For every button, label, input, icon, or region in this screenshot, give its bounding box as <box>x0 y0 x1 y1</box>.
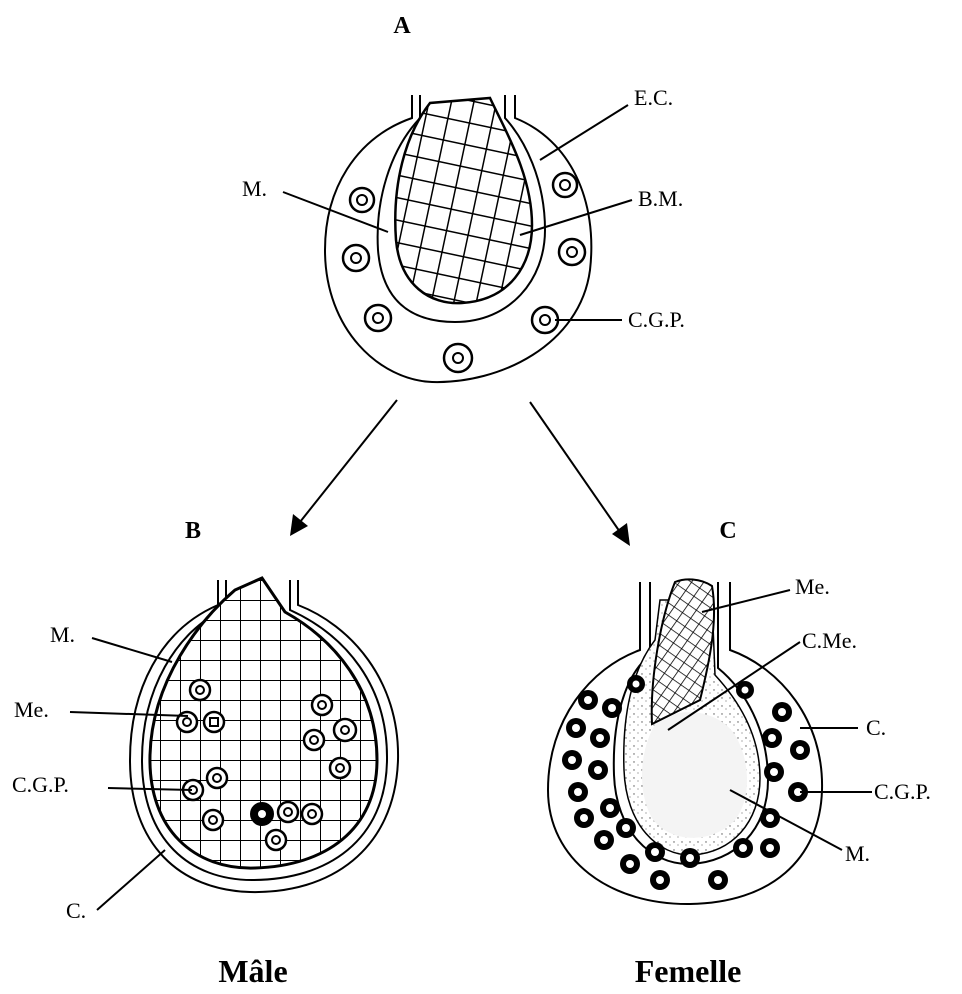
panel-c-label-c: C. <box>866 715 886 740</box>
panel-b-caption: Mâle <box>218 953 287 989</box>
germ-cell <box>562 750 582 770</box>
panel-b-letter: B <box>185 518 201 544</box>
germ-cell <box>559 239 585 265</box>
panel-b-label-m: M. <box>50 622 75 647</box>
germ-cell <box>627 675 645 693</box>
germ-cell <box>553 173 577 197</box>
germ-cell <box>566 718 586 738</box>
germ-cell <box>343 245 369 271</box>
panel-a-label-bm: B.M. <box>638 186 683 211</box>
panel-c-label-m: M. <box>845 841 870 866</box>
germ-cell <box>764 762 784 782</box>
panel-a-label-cgp: C.G.P. <box>628 307 685 332</box>
germ-cell <box>680 848 700 868</box>
germ-cell <box>312 695 332 715</box>
germ-cell <box>532 307 558 333</box>
panel-a: A E.C. M. B.M. C.G.P. <box>242 13 685 382</box>
germ-cell <box>590 728 610 748</box>
panel-b-label-c: C. <box>66 898 86 923</box>
germ-cell <box>251 803 273 825</box>
panel-c-label-cgp: C.G.P. <box>874 779 931 804</box>
germ-cell <box>574 808 594 828</box>
germ-cell <box>190 680 210 700</box>
germ-cell <box>650 870 670 890</box>
germ-cell <box>444 344 472 372</box>
arrow-to-female <box>530 402 630 546</box>
germ-cell <box>762 728 782 748</box>
germ-cell <box>733 838 753 858</box>
germ-cell <box>616 818 636 838</box>
germ-cell <box>645 842 665 862</box>
panel-b: B M. Me. C.G.P. <box>12 518 398 989</box>
germ-cell <box>278 802 298 822</box>
germ-cell <box>588 760 608 780</box>
germ-cell <box>602 698 622 718</box>
panel-b-label-cgp: C.G.P. <box>12 772 69 797</box>
germ-cell <box>772 702 792 722</box>
arrow-to-male <box>290 400 397 536</box>
germ-cell <box>203 810 223 830</box>
germ-cell <box>760 838 780 858</box>
germ-cell <box>594 830 614 850</box>
panel-a-leader-ec <box>540 105 628 160</box>
panel-b-leader-c <box>97 850 165 910</box>
germ-cell <box>207 768 227 788</box>
germ-cell <box>334 719 356 741</box>
germ-cell <box>330 758 350 778</box>
panel-b-label-me: Me. <box>14 697 49 722</box>
germ-cell <box>266 830 286 850</box>
germ-cell <box>302 804 322 824</box>
germ-cell <box>600 798 620 818</box>
panel-c-letter: C <box>719 518 736 544</box>
germ-cell <box>365 305 391 331</box>
panel-c-caption: Femelle <box>635 953 742 989</box>
panel-c-label-cme: C.Me. <box>802 628 857 653</box>
germ-cell <box>790 740 810 760</box>
germ-cell <box>204 712 224 732</box>
germ-cell <box>568 782 588 802</box>
germ-cell <box>708 870 728 890</box>
germ-cell <box>350 188 374 212</box>
panel-b-leader-m <box>92 638 172 662</box>
panel-a-letter: A <box>393 13 411 39</box>
panel-c-label-me: Me. <box>795 574 830 599</box>
panel-c: C <box>548 518 931 989</box>
germ-cell <box>578 690 598 710</box>
panel-a-label-m: M. <box>242 176 267 201</box>
panel-a-label-ec: E.C. <box>634 85 673 110</box>
panel-c-central-cavity <box>642 712 747 838</box>
germ-cell <box>304 730 324 750</box>
germ-cell <box>620 854 640 874</box>
